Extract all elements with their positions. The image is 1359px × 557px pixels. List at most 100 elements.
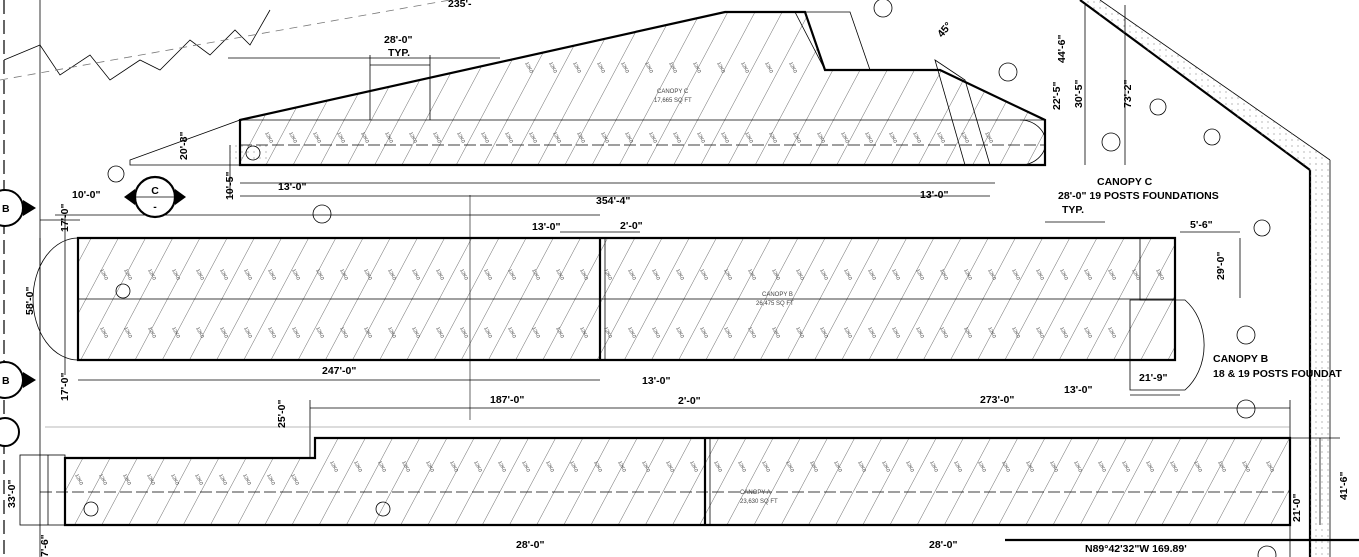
stall-code: 12K0 bbox=[866, 268, 877, 281]
stall-code: 12K0 bbox=[719, 131, 730, 144]
stall-code: 12K0 bbox=[352, 460, 363, 473]
section-c-letter: C bbox=[151, 185, 159, 197]
stall-code: 12K0 bbox=[575, 131, 586, 144]
stall-code: 12K0 bbox=[602, 326, 613, 339]
stall-code: 12K0 bbox=[218, 268, 229, 281]
stall-code: 12K0 bbox=[1072, 460, 1083, 473]
stall-code: 12K0 bbox=[791, 131, 802, 144]
stall-code: 12K0 bbox=[698, 268, 709, 281]
stall-code: 12K0 bbox=[599, 131, 610, 144]
stall-code: 12K0 bbox=[880, 460, 891, 473]
stall-code: 12K0 bbox=[914, 268, 925, 281]
dim-7-6: 7'-6" bbox=[39, 534, 51, 557]
stall-code: 12K0 bbox=[506, 326, 517, 339]
dim-22-5: 22'-5" bbox=[1051, 81, 1063, 110]
stall-code: 12K0 bbox=[554, 326, 565, 339]
stall-code: 12K0 bbox=[770, 326, 781, 339]
stall-code: 12K0 bbox=[506, 268, 517, 281]
stall-code: 12K0 bbox=[1082, 326, 1093, 339]
stall-code: 12K0 bbox=[866, 326, 877, 339]
stall-code: 12K0 bbox=[287, 131, 298, 144]
stall-code: 12K0 bbox=[242, 268, 253, 281]
stall-code: 12K0 bbox=[1168, 460, 1179, 473]
stall-code: 12K0 bbox=[928, 460, 939, 473]
dim-21-0: 21'-0" bbox=[1291, 493, 1303, 522]
stall-code: 12K0 bbox=[551, 131, 562, 144]
stall-code: 12K0 bbox=[914, 326, 925, 339]
stall-code: 12K0 bbox=[482, 326, 493, 339]
stall-code: 12K0 bbox=[667, 61, 678, 74]
canopy-b-area: 26,475 SQ FT bbox=[756, 301, 794, 307]
stall-code: 12K0 bbox=[571, 61, 582, 74]
stall-code: 12K0 bbox=[983, 131, 994, 144]
stall-code: 12K0 bbox=[194, 326, 205, 339]
dim-20-8: 20'-8" bbox=[178, 131, 190, 160]
stall-code: 12K0 bbox=[1216, 460, 1227, 473]
canopy-c: CANOPY C 17,665 SQ FT bbox=[129, 10, 1047, 167]
canopy-c-title: CANOPY C bbox=[1097, 176, 1153, 188]
stall-code: 12K0 bbox=[842, 326, 853, 339]
stall-code: 12K0 bbox=[73, 473, 84, 486]
stall-code: 12K0 bbox=[386, 326, 397, 339]
stall-code: 12K0 bbox=[626, 326, 637, 339]
stall-code: 12K0 bbox=[290, 268, 301, 281]
stall-code: 12K0 bbox=[1106, 326, 1117, 339]
stall-code: 12K0 bbox=[890, 326, 901, 339]
stall-code: 12K0 bbox=[1082, 268, 1093, 281]
stall-code: 12K0 bbox=[265, 473, 276, 486]
stall-code: 12K0 bbox=[839, 131, 850, 144]
stall-code: 12K0 bbox=[986, 326, 997, 339]
stall-code: 12K0 bbox=[842, 268, 853, 281]
stall-code: 12K0 bbox=[170, 326, 181, 339]
stall-code: 12K0 bbox=[482, 268, 493, 281]
stall-code: 12K0 bbox=[602, 268, 613, 281]
stall-code: 12K0 bbox=[314, 326, 325, 339]
stall-code: 12K0 bbox=[1192, 460, 1203, 473]
stall-code: 12K0 bbox=[242, 326, 253, 339]
stall-code: 12K0 bbox=[335, 131, 346, 144]
stall-code: 12K0 bbox=[503, 131, 514, 144]
stall-code: 12K0 bbox=[1034, 268, 1045, 281]
stall-code: 12K0 bbox=[98, 268, 109, 281]
canopy-b: CANOPY B 26,475 SQ FT bbox=[32, 236, 1205, 391]
dim-247-0: 247'-0" bbox=[322, 365, 356, 377]
stall-code: 12K0 bbox=[619, 61, 630, 74]
stall-code: 12K0 bbox=[746, 268, 757, 281]
stall-code: 12K0 bbox=[289, 473, 300, 486]
stall-code: 12K0 bbox=[218, 326, 229, 339]
stall-code: 12K0 bbox=[458, 268, 469, 281]
stall-code: 12K0 bbox=[695, 131, 706, 144]
dim-21-9: 21'-9" bbox=[1139, 372, 1168, 384]
dim-41-6: 41'-6" bbox=[1338, 471, 1350, 500]
stall-code: 12K0 bbox=[568, 460, 579, 473]
stall-code: 12K0 bbox=[266, 268, 277, 281]
stall-code: 12K0 bbox=[688, 460, 699, 473]
stall-code: 12K0 bbox=[818, 268, 829, 281]
stall-code: 12K0 bbox=[496, 460, 507, 473]
stall-code: 12K0 bbox=[746, 326, 757, 339]
stall-code: 12K0 bbox=[338, 268, 349, 281]
stall-code: 12K0 bbox=[760, 460, 771, 473]
stall-code: 12K0 bbox=[1106, 268, 1117, 281]
stall-code: 12K0 bbox=[623, 131, 634, 144]
stall-code: 12K0 bbox=[763, 61, 774, 74]
stall-code: 12K0 bbox=[616, 460, 627, 473]
canopy-a-label: CANOPY A bbox=[740, 490, 771, 496]
stall-code: 12K0 bbox=[554, 268, 565, 281]
stall-code: 12K0 bbox=[266, 326, 277, 339]
stall-code: 12K0 bbox=[194, 268, 205, 281]
stall-code: 12K0 bbox=[1010, 326, 1021, 339]
stall-code: 12K0 bbox=[650, 326, 661, 339]
survey-bearing: N89°42'32"W 169.89' bbox=[1085, 543, 1187, 555]
stall-code: 12K0 bbox=[595, 61, 606, 74]
section-b1-letter: B bbox=[2, 203, 10, 215]
stall-code: 12K0 bbox=[962, 326, 973, 339]
stall-code: 12K0 bbox=[146, 326, 157, 339]
stall-code: 12K0 bbox=[808, 460, 819, 473]
stall-code: 12K0 bbox=[935, 131, 946, 144]
dim-45-deg: 45° bbox=[935, 20, 954, 40]
stall-code: 12K0 bbox=[647, 131, 658, 144]
stall-code: 12K0 bbox=[952, 460, 963, 473]
canopy-b-posts: 18 & 19 POSTS FOUNDAT bbox=[1213, 368, 1342, 380]
